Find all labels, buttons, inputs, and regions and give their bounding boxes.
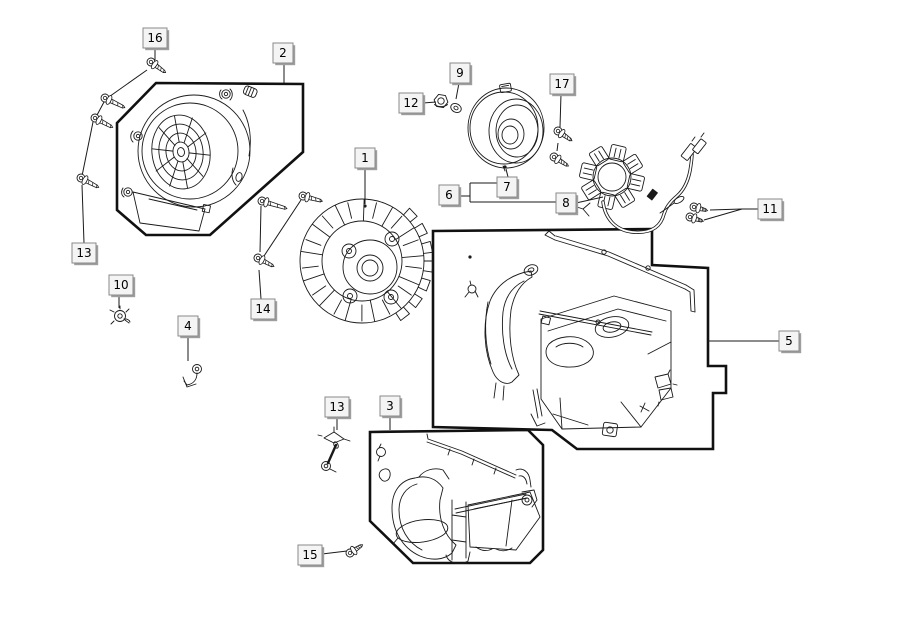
- callout-7[interactable]: 7: [496, 176, 520, 200]
- screw-11-1: [689, 202, 709, 214]
- fan-cover: [121, 85, 258, 232]
- bracket-4: [182, 364, 202, 388]
- rotor-drum: [467, 82, 545, 172]
- screw-13a-1: [100, 93, 126, 109]
- screw-11-2: [685, 212, 705, 224]
- callout-10-number: 10: [113, 278, 128, 292]
- callout-12-number: 12: [403, 96, 418, 110]
- callout-15-number: 15: [302, 548, 317, 562]
- callout-1[interactable]: 1: [354, 147, 378, 171]
- wire-harness: [601, 152, 694, 234]
- callout-17[interactable]: 17: [549, 73, 577, 97]
- callout-11[interactable]: 11: [757, 198, 785, 222]
- shroud-assembly: [464, 230, 696, 438]
- callout-3[interactable]: 3: [379, 395, 403, 419]
- clamp-screw-13: [317, 426, 351, 473]
- clip-10: [109, 305, 131, 325]
- flywheel-fan: [299, 198, 434, 324]
- screw-14-3: [253, 253, 275, 268]
- screw-15: [345, 544, 364, 558]
- screw-14-1: [257, 196, 288, 210]
- callout-1-number: 1: [361, 151, 369, 165]
- screw-16: [146, 57, 167, 74]
- screw-13a-2: [90, 113, 114, 129]
- screw-17-2: [549, 152, 570, 167]
- flywheel-nut: [433, 93, 449, 109]
- callout-16-number: 16: [147, 31, 162, 45]
- knurled-plug: [243, 85, 258, 98]
- screw-13a-3: [76, 173, 100, 189]
- screw-17-1: [553, 126, 573, 142]
- callout-6[interactable]: 6: [438, 184, 462, 208]
- group-outline-lower-shroud: [368, 428, 545, 565]
- callout-14-number: 14: [255, 302, 270, 316]
- wire-connectors: [680, 132, 707, 161]
- fan-cover-grille: [151, 114, 211, 190]
- fasteners: [76, 57, 709, 558]
- leader-lines: [81, 48, 779, 555]
- callout-12[interactable]: 12: [398, 92, 426, 116]
- callout-7-number: 7: [503, 180, 511, 194]
- callout-6-number: 6: [445, 188, 453, 202]
- callout-8-number: 8: [562, 196, 570, 210]
- screw-14-2: [298, 191, 324, 203]
- connector-lines: [81, 69, 302, 257]
- callout-13-upper-number: 13: [76, 246, 91, 260]
- callout-17-number: 17: [554, 77, 569, 91]
- callout-13-lower[interactable]: 13: [324, 396, 352, 420]
- callout-5-number: 5: [785, 334, 793, 348]
- fan-edge-fins: [395, 207, 434, 321]
- callout-14[interactable]: 14: [250, 298, 278, 322]
- callout-2[interactable]: 2: [272, 42, 296, 66]
- stator: [576, 132, 707, 234]
- callout-15[interactable]: 15: [297, 544, 325, 568]
- callout-11-number: 11: [762, 202, 777, 216]
- callout-10[interactable]: 10: [108, 274, 136, 298]
- callout-9-number: 9: [456, 66, 464, 80]
- washer: [450, 103, 462, 113]
- leader-end-dots: [363, 165, 507, 259]
- callout-8[interactable]: 8: [555, 192, 579, 216]
- group-outlines: [115, 81, 728, 565]
- callout-4-number: 4: [184, 319, 192, 333]
- callout-13-lower-number: 13: [329, 400, 344, 414]
- fan-blades: [300, 199, 424, 322]
- callout-3-number: 3: [386, 399, 394, 413]
- callout-9[interactable]: 9: [449, 62, 473, 86]
- group-outline-shroud-assembly: [431, 227, 728, 451]
- callout-13-upper[interactable]: 13: [71, 242, 99, 266]
- lower-shroud-assembly: [376, 433, 541, 564]
- group-outline-fan-cover: [115, 81, 305, 237]
- callout-4[interactable]: 4: [177, 315, 201, 339]
- stator-coils: [579, 144, 645, 210]
- callout-5[interactable]: 5: [778, 330, 802, 354]
- callout-2-number: 2: [279, 46, 287, 60]
- callout-16[interactable]: 16: [142, 27, 170, 51]
